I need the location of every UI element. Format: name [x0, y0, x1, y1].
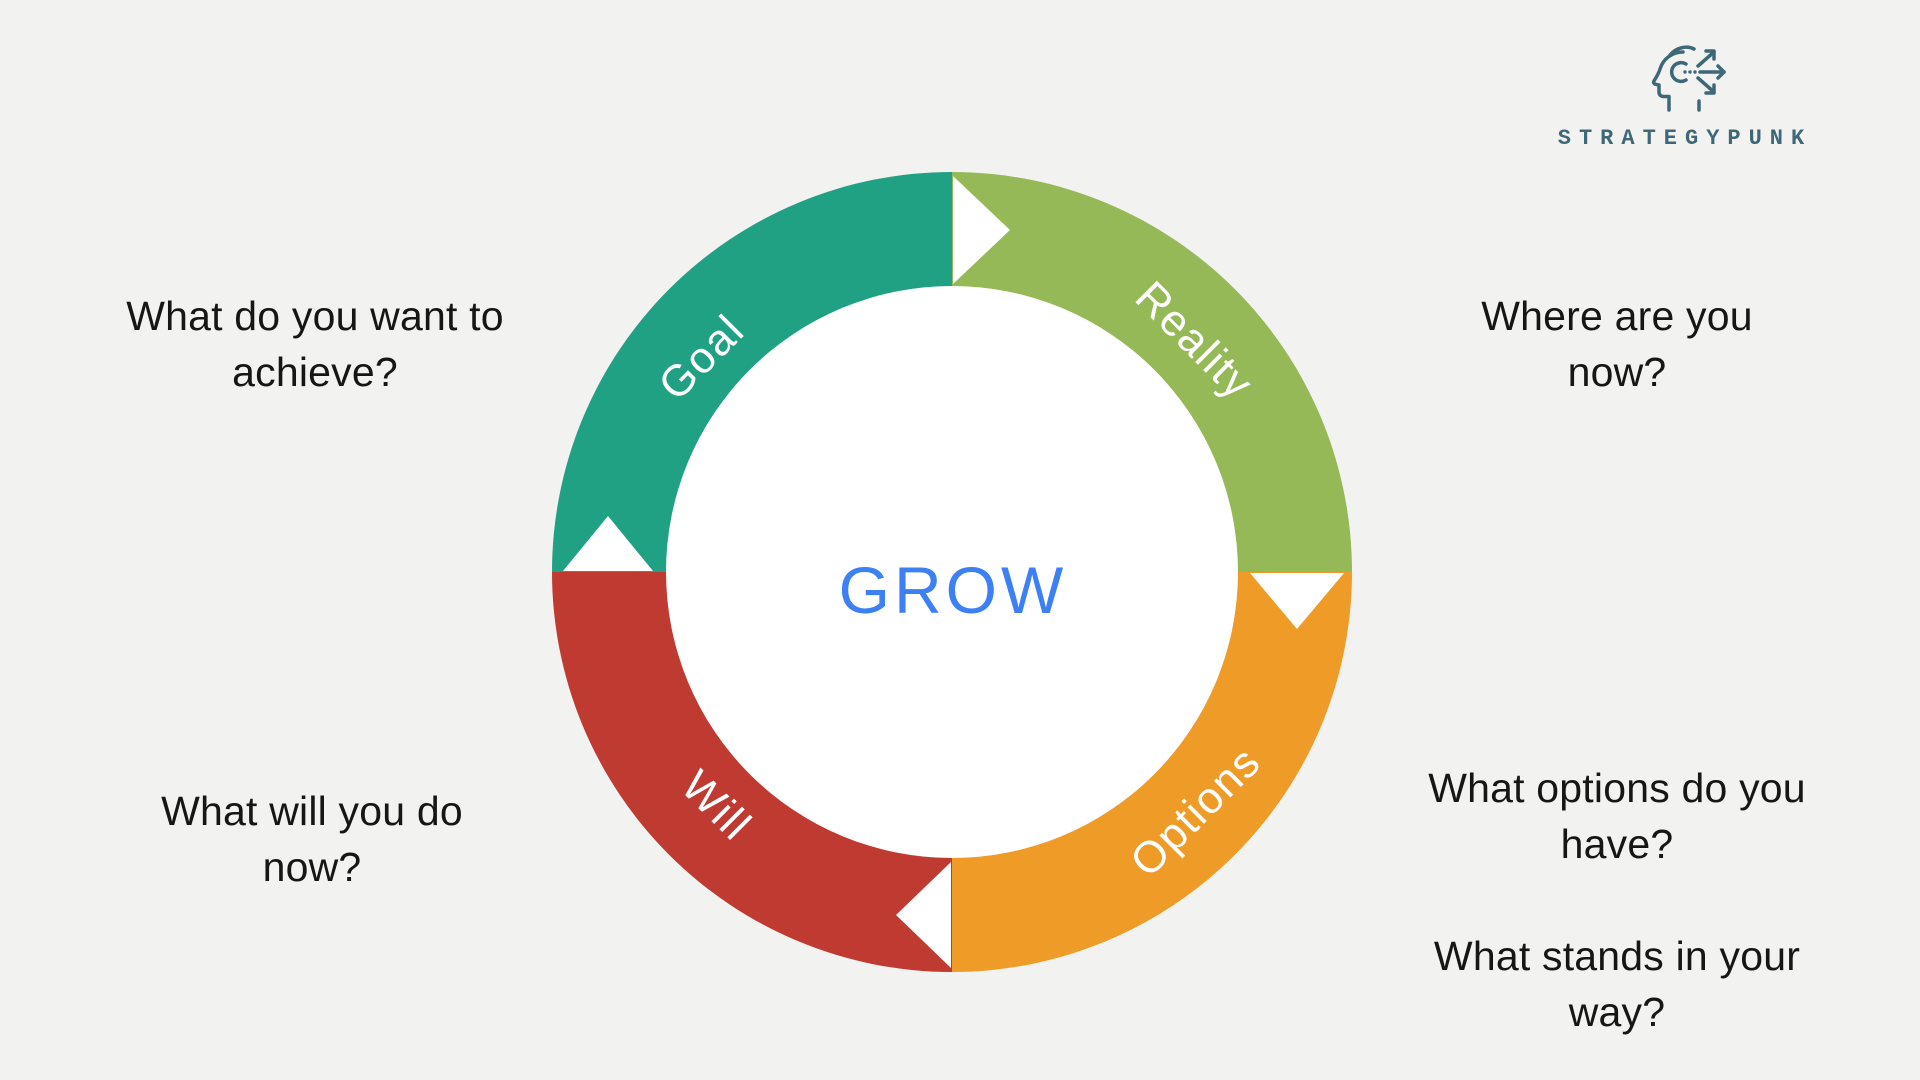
obstacles-question-line2: way? [1568, 989, 1666, 1035]
strategypunk-wordmark: STRATEGYPUNK [1557, 126, 1813, 151]
obstacles-question-line1: What stands in your [1433, 933, 1801, 979]
reality-question-line2: now? [1567, 349, 1667, 395]
center-circle [662, 282, 1242, 862]
arrow-goal-to-reality-icon [953, 176, 1010, 284]
reality-segment [952, 172, 1352, 572]
options-question-line1: What options do you [1428, 765, 1806, 811]
will-segment [552, 572, 952, 972]
arrow-reality-to-options-icon [1250, 573, 1344, 629]
strategypunk-logo: STRATEGYPUNK [1540, 40, 1830, 151]
goal-segment [552, 172, 952, 572]
reality-question-line1: Where are you [1481, 293, 1753, 339]
options-question: What options do you have? [1428, 760, 1806, 872]
goal-question: What do you want to achieve? [126, 288, 504, 400]
arrow-will-to-goal-icon [563, 516, 653, 571]
goal-question-line2: achieve? [232, 349, 398, 395]
strategypunk-head-icon [1540, 40, 1830, 122]
will-question-line2: now? [262, 844, 362, 890]
reality-question: Where are you now? [1481, 288, 1753, 400]
will-question-line1: What will you do [161, 788, 463, 834]
options-segment [952, 572, 1352, 972]
grow-center-label: GROW [838, 553, 1068, 627]
goal-question-line1: What do you want to [126, 293, 504, 339]
arrow-options-to-will-icon [896, 862, 951, 968]
obstacles-question: What stands in your way? [1434, 928, 1800, 1040]
will-question: What will you do now? [161, 783, 463, 895]
options-question-line2: have? [1560, 821, 1674, 867]
